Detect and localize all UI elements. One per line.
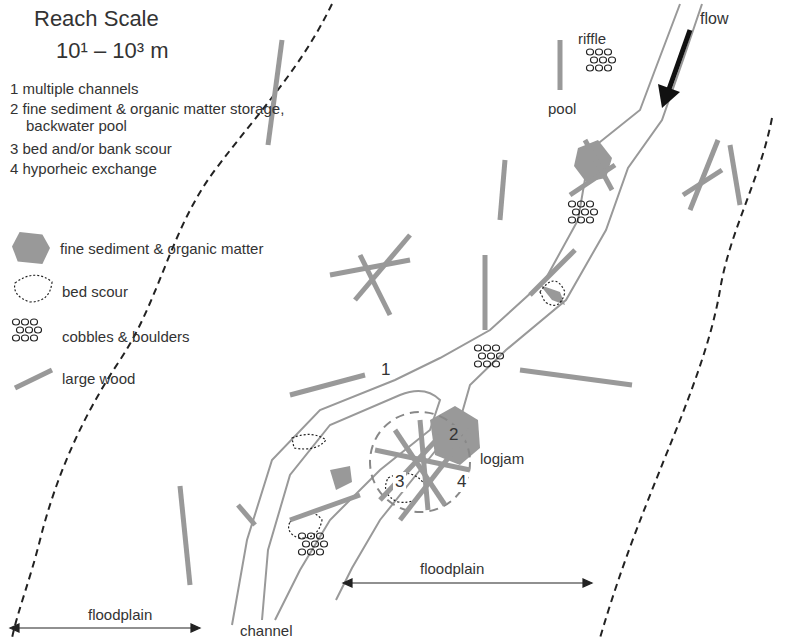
list-item: 3 bed and/or bank scour (10, 140, 172, 157)
channel-label: channel (238, 622, 295, 639)
scale-range: 10¹ – 10³ m (56, 38, 169, 63)
legend-text: cobbles & boulders (62, 328, 190, 345)
legend-text: fine sediment & organic matter (60, 240, 263, 257)
legend-swatch (12, 232, 50, 264)
floodplain-label: floodplain (88, 606, 152, 623)
diagram-title: Reach Scale (34, 6, 159, 31)
callout-number: 3 (393, 472, 406, 492)
callout-number: 4 (455, 472, 468, 492)
floodplain-label: floodplain (420, 560, 484, 577)
pool-label: pool (548, 100, 576, 117)
list-item: 1 multiple channels (10, 80, 138, 97)
riffle-label: riffle (578, 30, 606, 47)
list-item: 2 fine sediment & organic matter storage… (10, 100, 346, 135)
callout-number: 2 (447, 425, 460, 445)
legend-text: large wood (62, 370, 135, 387)
list-item: 4 hyporheic exchange (10, 160, 157, 177)
flow-label: flow (700, 10, 728, 28)
legend-text: bed scour (62, 283, 128, 300)
logjam-label: logjam (478, 450, 526, 467)
callout-number: 1 (379, 360, 392, 380)
